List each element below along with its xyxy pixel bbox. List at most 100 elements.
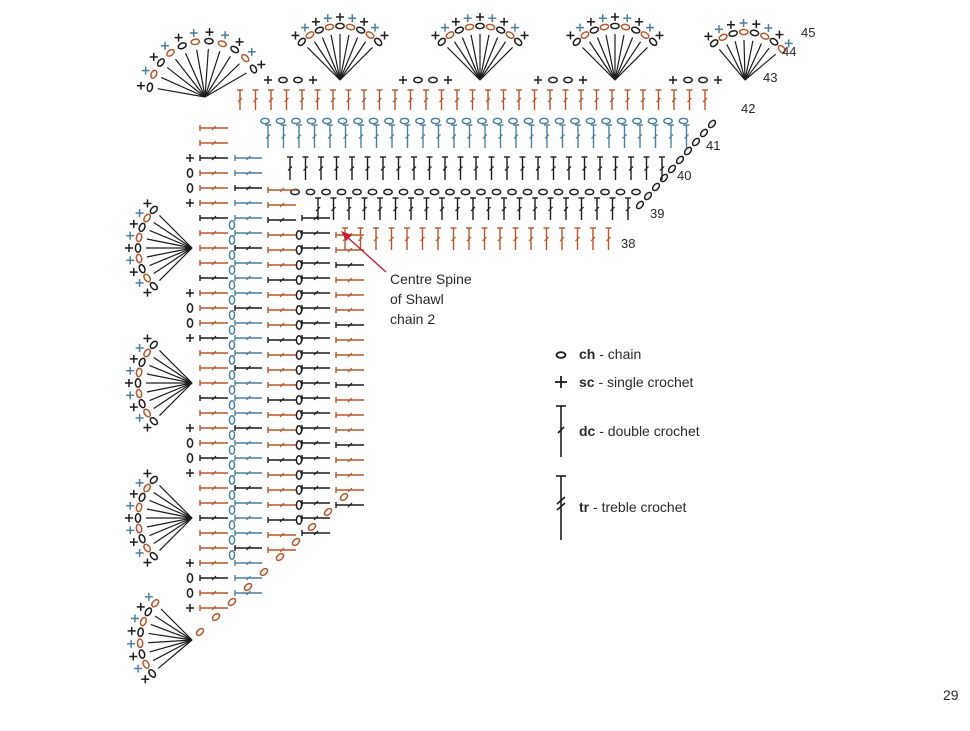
chain-symbol (738, 28, 749, 36)
top-row-1-stitch-bar (668, 134, 674, 139)
top-row-0-stitch-bar (516, 97, 522, 103)
top-fan-3-spoke (588, 41, 616, 81)
chain-symbol (563, 76, 573, 84)
left-col-2-stitch-bar (279, 217, 285, 223)
left-col-4-stitch-bar (347, 442, 353, 448)
chain-symbol (663, 117, 673, 125)
top-row-4-stitch-bar (466, 236, 472, 242)
chain-symbol (203, 37, 214, 45)
top-row-0-stitch-bar (609, 97, 615, 103)
left-col-3-stitch-bar (313, 470, 319, 476)
single-crochet-symbol (598, 14, 607, 23)
left-col-0-stitch-bar (211, 335, 217, 341)
left-col-3-stitch-bar (313, 380, 319, 386)
chain-symbol (228, 460, 236, 470)
left-col-1-stitch-bar (246, 380, 251, 386)
chain-symbol (580, 31, 590, 40)
chain-symbol (190, 38, 201, 46)
legend-abbr-sc: sc (579, 374, 595, 390)
left-col-1-stitch-bar (246, 335, 251, 341)
chain-symbol (384, 117, 394, 125)
chain-symbol (355, 26, 366, 34)
chain-symbol (648, 37, 658, 47)
left-col-2-stitch-bar (279, 352, 285, 358)
top-fan-3-spoke (614, 34, 625, 81)
stitch-legend: ch - chain sc - single crochet dc - doub… (555, 346, 700, 540)
chain-symbol (476, 188, 486, 196)
left-fan-2-spoke (146, 382, 193, 393)
single-crochet-symbol (189, 28, 198, 37)
left-col-2-stitch-bar (279, 442, 285, 448)
left-col-4-stitch-bar (347, 322, 353, 328)
left-fan-2-spoke (159, 350, 193, 384)
chain-symbol (148, 669, 157, 678)
top-row-4-stitch-bar (528, 236, 534, 242)
chain-symbol (138, 533, 146, 544)
left-col-4-stitch-bar (347, 337, 353, 343)
left-col-1-stitch-bar (246, 485, 251, 491)
top-row-3-stitch-bar (455, 206, 460, 212)
top-row-3-stitch-bar (563, 206, 569, 212)
svg-text:ch - chain: ch - chain (579, 346, 641, 362)
top-row-3-stitch-bar (393, 206, 398, 212)
chain-symbol (554, 117, 565, 125)
corner-fan-spoke (204, 72, 247, 98)
single-crochet-symbol (309, 76, 317, 84)
top-fan-3-spoke (605, 34, 616, 81)
left-col-1-stitch-bar (246, 155, 251, 161)
chain-symbol (345, 23, 356, 31)
left-col-3-stitch-bar (313, 485, 319, 491)
legend-sep-sc: - (595, 374, 607, 390)
left-fan-2-spoke (149, 364, 193, 384)
left-col-3-stitch-bar (313, 305, 319, 311)
top-row-4-stitch-bar (590, 236, 596, 242)
single-crochet-symbol (623, 14, 632, 23)
chain-symbol (522, 188, 533, 196)
top-fan-2-spoke (479, 34, 490, 81)
top-row-0-stitch-bar (547, 97, 553, 103)
left-col-0-stitch-bar (211, 425, 217, 431)
chain-symbol (143, 543, 152, 553)
left-col-1-stitch-bar (246, 170, 251, 176)
left-col-0-stitch-bar (211, 560, 217, 566)
chain-symbol (228, 445, 236, 455)
top-fan-2-spoke (479, 47, 513, 81)
left-col-2-stitch-bar (279, 202, 285, 208)
chain-symbol (769, 37, 779, 46)
chain-symbol (475, 22, 485, 30)
chain-symbol (492, 117, 503, 125)
chain-symbol (138, 398, 146, 409)
chain-symbol (675, 155, 685, 165)
top-row-4-stitch-bar (513, 236, 518, 242)
single-crochet-symbol (141, 675, 150, 684)
top-row-3-stitch-bar (625, 206, 631, 212)
single-crochet-symbol (323, 14, 332, 23)
left-col-0-stitch-bar (211, 530, 217, 536)
chain-symbol (307, 522, 317, 532)
chain-symbol (505, 31, 515, 40)
left-col-0-stitch-bar (211, 200, 217, 206)
row-number-40: 40 (677, 168, 691, 183)
chain-symbol (134, 513, 142, 523)
chain-symbol (149, 281, 159, 291)
top-fan-4-spoke (744, 43, 762, 81)
left-col-4-stitch-bar (347, 367, 353, 373)
top-row-0-stitch-bar (563, 97, 568, 103)
chain-symbol (150, 69, 158, 79)
top-row-2-stitch-bar (473, 166, 479, 171)
top-fan-4-spoke (744, 53, 777, 81)
legend-label-dc: double crochet (608, 423, 700, 439)
top-row-3-stitch-bar (610, 206, 615, 212)
left-col-0-stitch-bar (211, 170, 217, 176)
left-col-1-stitch-bar (246, 440, 251, 446)
chain-symbol (430, 117, 441, 125)
left-col-1-stitch-bar (246, 365, 251, 371)
top-fan-4-spoke (718, 48, 746, 81)
chain-symbol (445, 188, 455, 196)
chain-symbol (228, 250, 236, 260)
chain-symbol (228, 400, 236, 410)
corner-fan-spoke (184, 52, 206, 98)
top-fan-4-spoke (744, 47, 770, 81)
single-crochet-symbol (511, 23, 520, 32)
annotation-line-3: chain 2 (390, 311, 435, 327)
